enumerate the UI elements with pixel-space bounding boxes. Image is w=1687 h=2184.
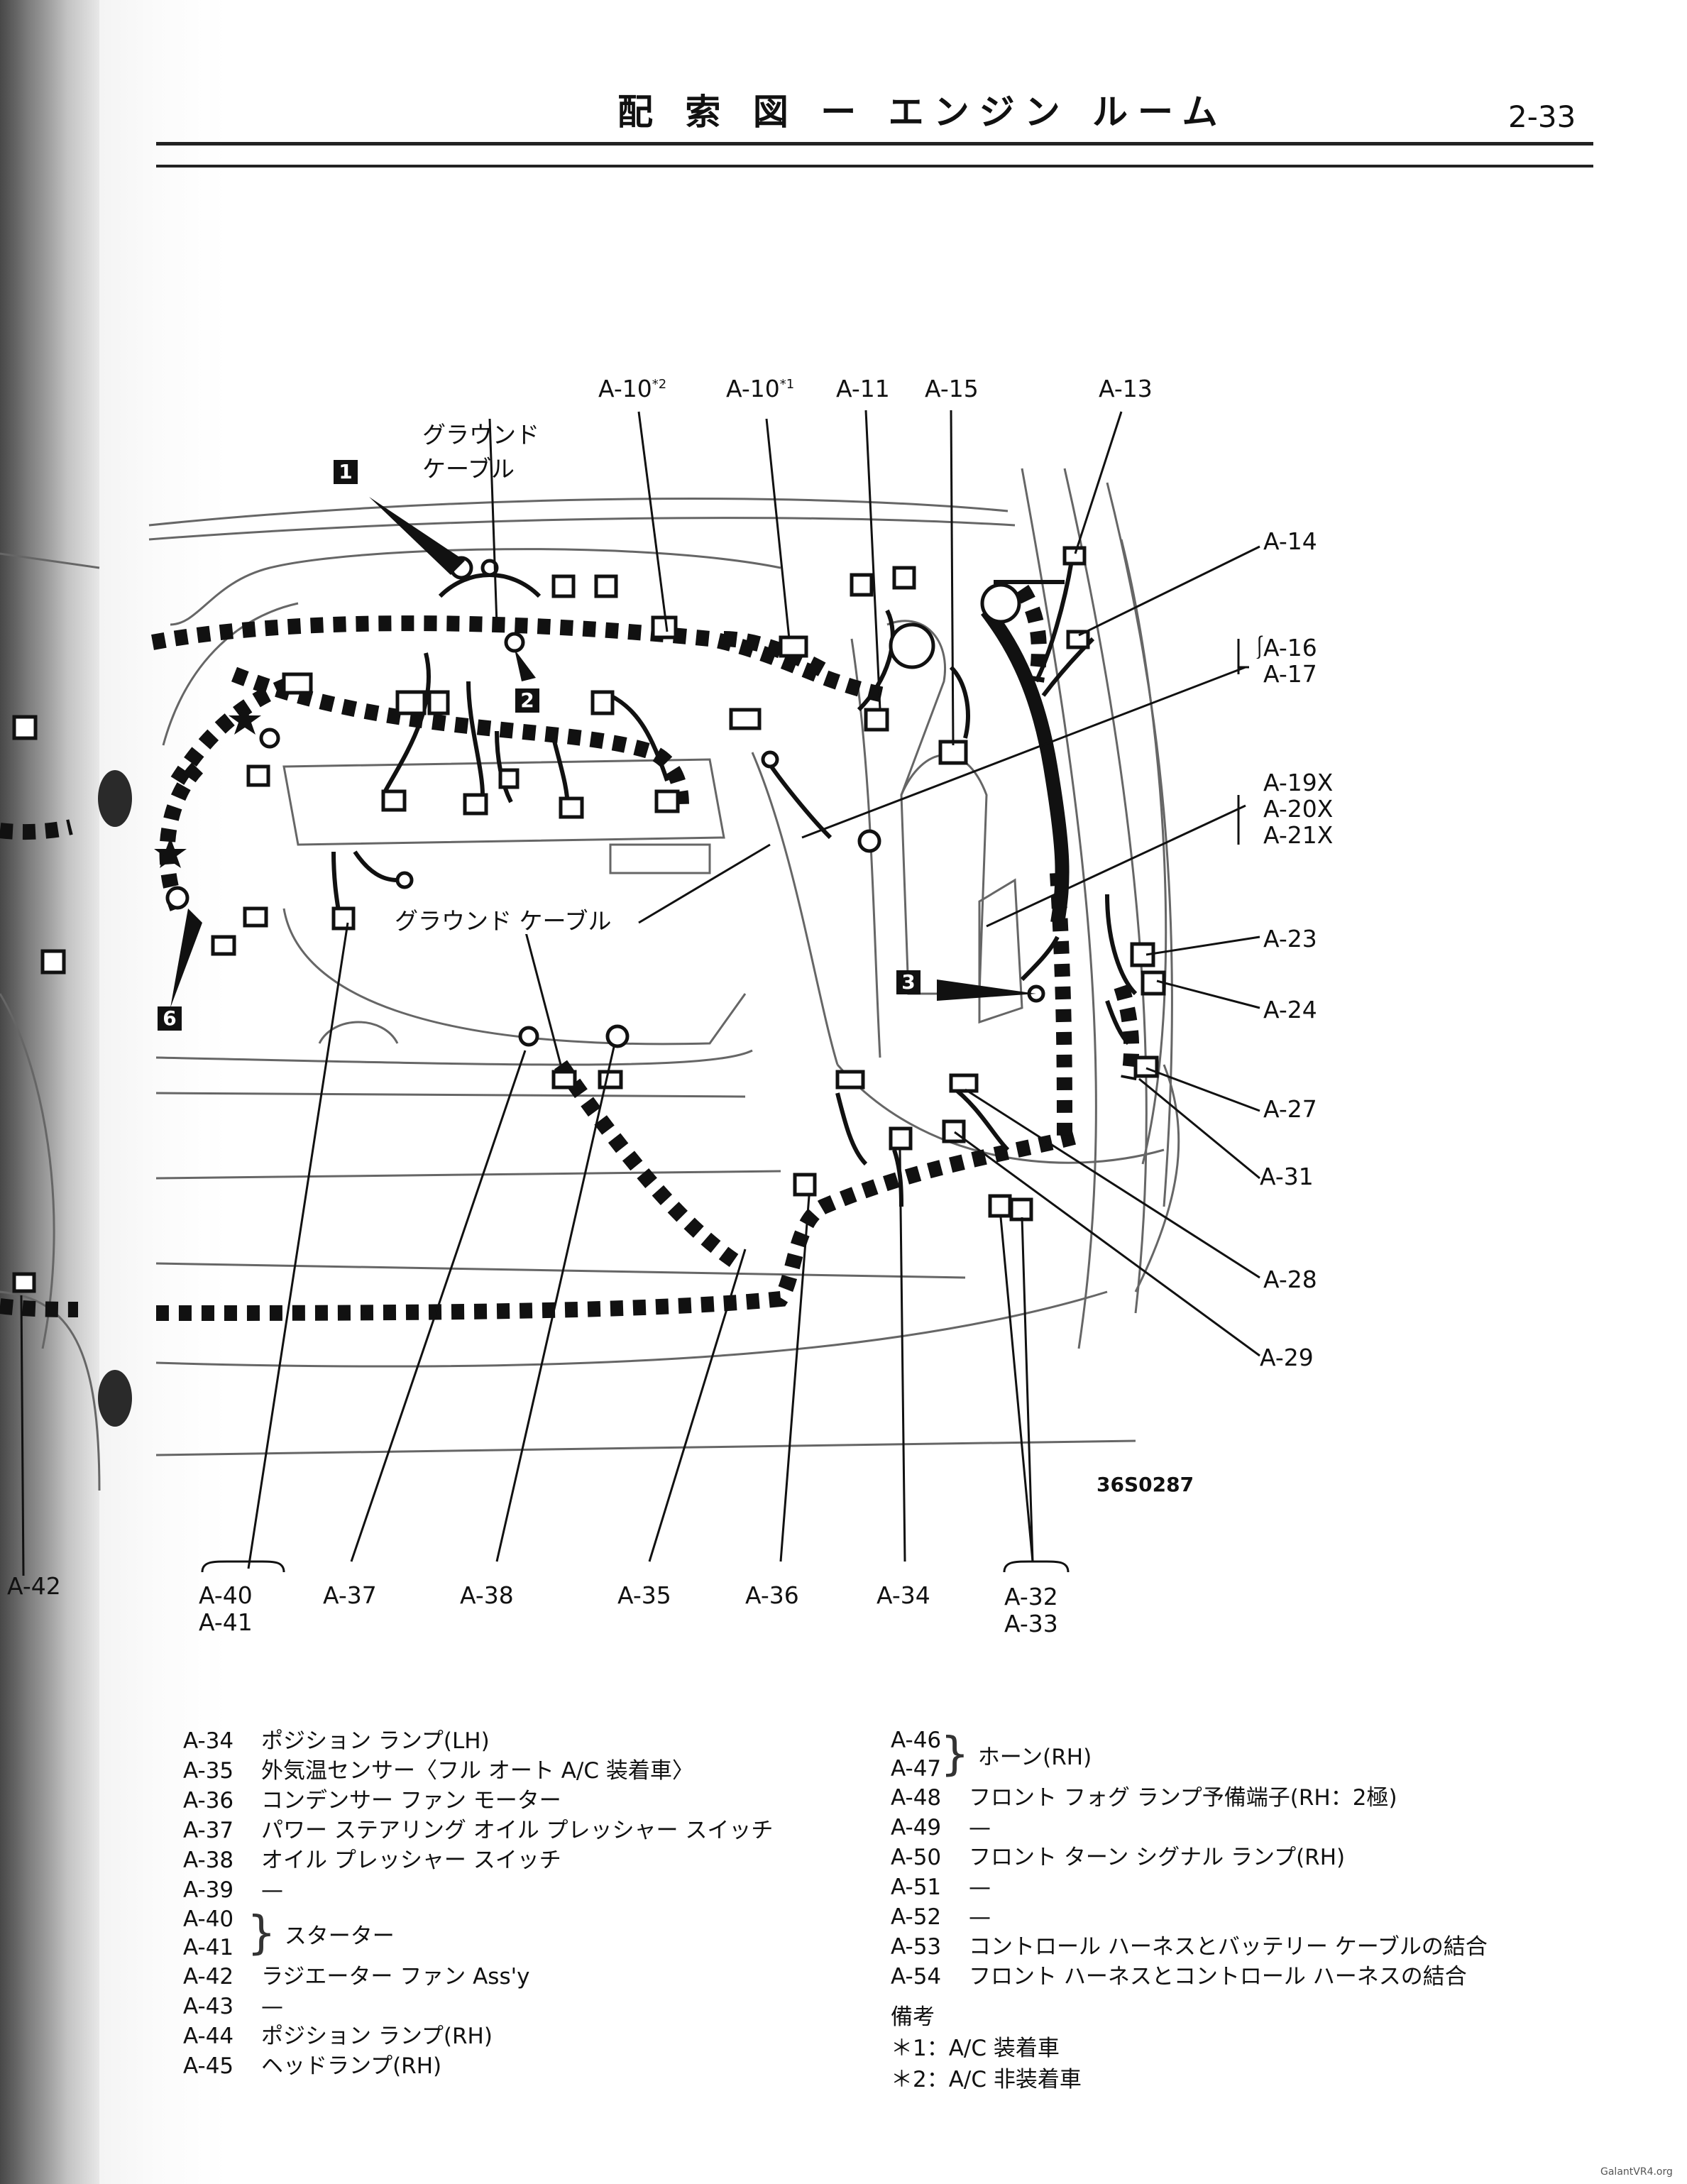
callout-a16: A-16: [1263, 634, 1317, 662]
notes-heading: 備考: [891, 2004, 935, 2030]
box-number-2: 2: [515, 688, 539, 713]
callout-a14: A-14: [1263, 527, 1317, 555]
legend-row: A-52—: [891, 1904, 991, 1930]
ground-cable-label-top-line1: グラウンド: [422, 421, 539, 449]
header-rule-top: [156, 142, 1593, 146]
legend-brace: }: [247, 1907, 276, 1960]
callout-a32: A-32: [1004, 1583, 1058, 1610]
callout-a29: A-29: [1260, 1344, 1314, 1371]
callout-a27: A-27: [1263, 1095, 1317, 1123]
box-pointers: [170, 497, 1036, 1008]
figure-id: 36S0287: [1097, 1473, 1194, 1496]
callout-a41: A-41: [199, 1608, 253, 1636]
callout-a40: A-40: [199, 1581, 253, 1609]
book-spine-shadow: [0, 0, 99, 2184]
note-item: ＊1：A/C 装着車: [891, 2036, 1060, 2061]
callout-a21x: A-21X: [1263, 821, 1334, 849]
round-terminals: [165, 556, 1045, 1048]
callout-a15: A-15: [925, 375, 979, 402]
binder-hole: [98, 770, 132, 827]
legend-row: A-51—: [891, 1875, 991, 1900]
ground-star-markers: [154, 704, 261, 868]
bottom-braces: [201, 1560, 1070, 1573]
legend-group-a46-a47: A-46 A-47 } ホーン(RH): [891, 1728, 1092, 1782]
legend-row: A-39—: [183, 1877, 283, 1903]
callout-a34: A-34: [877, 1581, 930, 1609]
leader-lines: [20, 410, 1260, 1576]
callout-a13: A-13: [1099, 375, 1153, 402]
callout-a20x: A-20X: [1263, 795, 1334, 823]
callout-a11: A-11: [836, 375, 890, 402]
callout-a19x: A-19X: [1263, 769, 1334, 796]
notes: 備考 ＊1：A/C 装着車 ＊2：A/C 非装着車: [891, 2002, 1082, 2095]
legend-row: A-49—: [891, 1815, 991, 1840]
legend-group-a40-a41: A-40 A-41 } スターター: [183, 1906, 395, 1960]
callout-a17: A-17: [1263, 660, 1317, 688]
callout-a42: A-42: [7, 1572, 61, 1600]
watermark: GalantVR4.org: [1600, 2166, 1673, 2178]
callout-a10-ac: A-10*1: [726, 375, 795, 402]
callout-a10-ac-less: A-10*2: [598, 375, 667, 402]
legend-row: A-43—: [183, 1994, 283, 2019]
ground-cable-label-top-line2: ケーブル: [422, 455, 515, 483]
callout-a35: A-35: [617, 1581, 671, 1609]
callout-brace-a16-a17: ⎰: [1248, 634, 1271, 662]
callout-a24: A-24: [1263, 996, 1317, 1024]
connector-blocks: [12, 546, 1166, 1293]
solid-harness: [980, 606, 1070, 924]
box-number-1: 1: [334, 460, 358, 484]
binder-hole: [98, 1370, 132, 1427]
callout-a36: A-36: [745, 1581, 799, 1609]
callout-a23: A-23: [1263, 925, 1317, 953]
callout-a28: A-28: [1263, 1266, 1317, 1293]
box-number-6: 6: [158, 1006, 182, 1031]
wiring-harness: [0, 584, 1140, 1321]
header-rule-bottom: [156, 165, 1593, 168]
callout-a37: A-37: [323, 1581, 377, 1609]
callout-a31: A-31: [1260, 1163, 1314, 1190]
ground-cable-label-middle: グラウンド ケーブル: [390, 908, 616, 935]
callout-a38: A-38: [460, 1581, 514, 1609]
box-number-3: 3: [896, 970, 921, 994]
page-title: 配 索 図 ー エンジン ルーム: [617, 92, 1228, 133]
legend-brace: }: [940, 1728, 969, 1781]
callout-a33: A-33: [1004, 1610, 1058, 1637]
note-item: ＊2：A/C 非装着車: [891, 2067, 1082, 2092]
page-number: 2-33: [1508, 99, 1576, 134]
